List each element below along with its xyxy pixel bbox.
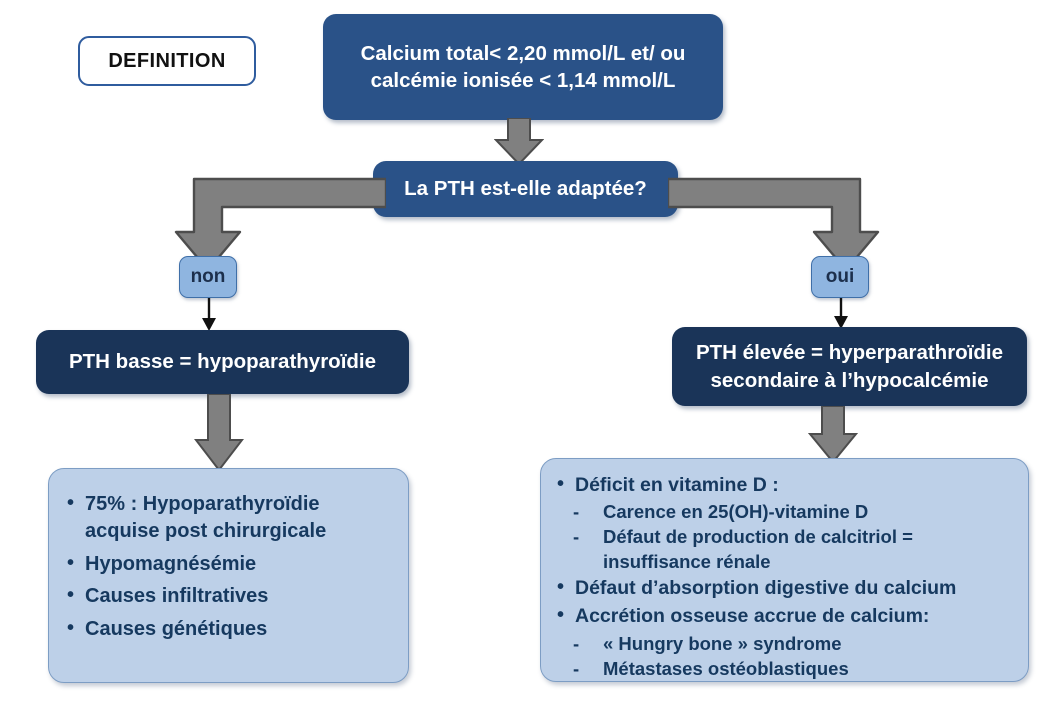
- sub-list-item-continuation: insuffisance rénale: [603, 551, 771, 573]
- definition-label-text: DEFINITION: [108, 49, 226, 72]
- definition-label-box: DEFINITION: [78, 36, 256, 86]
- list-item: Déficit en vitamine D :: [555, 471, 1014, 498]
- pth-high-line-1: PTH élevée = hyperparathroïdie: [695, 341, 1004, 365]
- list-item: Causes infiltratives: [65, 582, 392, 610]
- sub-list-item: Métastases ostéoblastiques: [555, 657, 1014, 681]
- list-item: Défaut d’absorption digestive du calcium: [555, 574, 1014, 601]
- list-item: Hypomagnésémie: [65, 550, 392, 578]
- node-pth-high: PTH élevée = hyperparathroïdie secondair…: [672, 327, 1027, 406]
- sub-list-item: Carence en 25(OH)-vitamine D: [555, 500, 1014, 524]
- list-item: Causes génétiques: [65, 615, 392, 643]
- panel-hyperparathyroidism-causes: Déficit en vitamine D : Carence en 25(OH…: [540, 458, 1029, 682]
- panel-hypoparathyroidism-causes: 75% : Hypoparathyroïdie acquise post chi…: [48, 468, 409, 683]
- right-sublist-bone-accretion: « Hungry bone » syndrome Métastases osté…: [555, 632, 1014, 681]
- right-causes-list-2: Défaut d’absorption digestive du calcium…: [555, 574, 1014, 629]
- arrow-definition-to-question: [494, 118, 544, 166]
- definition-line-1: Calcium total< 2,20 mmol/L et/ ou: [360, 41, 686, 65]
- sub-list-item: Défaut de production de calcitriol =: [555, 525, 1014, 549]
- branch-label-oui: oui: [811, 256, 869, 298]
- list-item: Accrétion osseuse accrue de calcium:: [555, 602, 1014, 629]
- arrow-question-to-oui: [668, 177, 880, 272]
- branch-label-oui-text: oui: [825, 266, 855, 287]
- arrow-pth-high-to-causes: [808, 406, 858, 464]
- branch-label-non-text: non: [190, 266, 226, 287]
- branch-label-non: non: [179, 256, 237, 298]
- arrow-question-to-non: [174, 177, 386, 272]
- arrow-oui-to-pth-high: [834, 298, 848, 329]
- definition-line-2: calcémie ionisée < 1,14 mmol/L: [370, 69, 676, 92]
- arrow-non-to-pth-low: [202, 298, 216, 331]
- list-item: 75% : Hypoparathyroïdie acquise post chi…: [65, 490, 392, 545]
- question-text: La PTH est-elle adaptée?: [404, 177, 647, 201]
- node-pth-low: PTH basse = hypoparathyroïdie: [36, 330, 409, 394]
- right-sublist-vitamin-d: Carence en 25(OH)-vitamine D Défaut de p…: [555, 500, 1014, 574]
- node-definition: Calcium total< 2,20 mmol/L et/ ou calcém…: [323, 14, 723, 120]
- sub-list-item: « Hungry bone » syndrome: [555, 632, 1014, 656]
- arrow-pth-low-to-causes: [194, 394, 244, 472]
- node-question-pth: La PTH est-elle adaptée?: [373, 161, 678, 217]
- pth-low-text: PTH basse = hypoparathyroïdie: [68, 350, 377, 374]
- left-causes-list: 75% : Hypoparathyroïdie acquise post chi…: [65, 490, 392, 643]
- right-causes-list: Déficit en vitamine D :: [555, 471, 1014, 498]
- pth-high-line-2: secondaire à l’hypocalcémie: [710, 368, 989, 392]
